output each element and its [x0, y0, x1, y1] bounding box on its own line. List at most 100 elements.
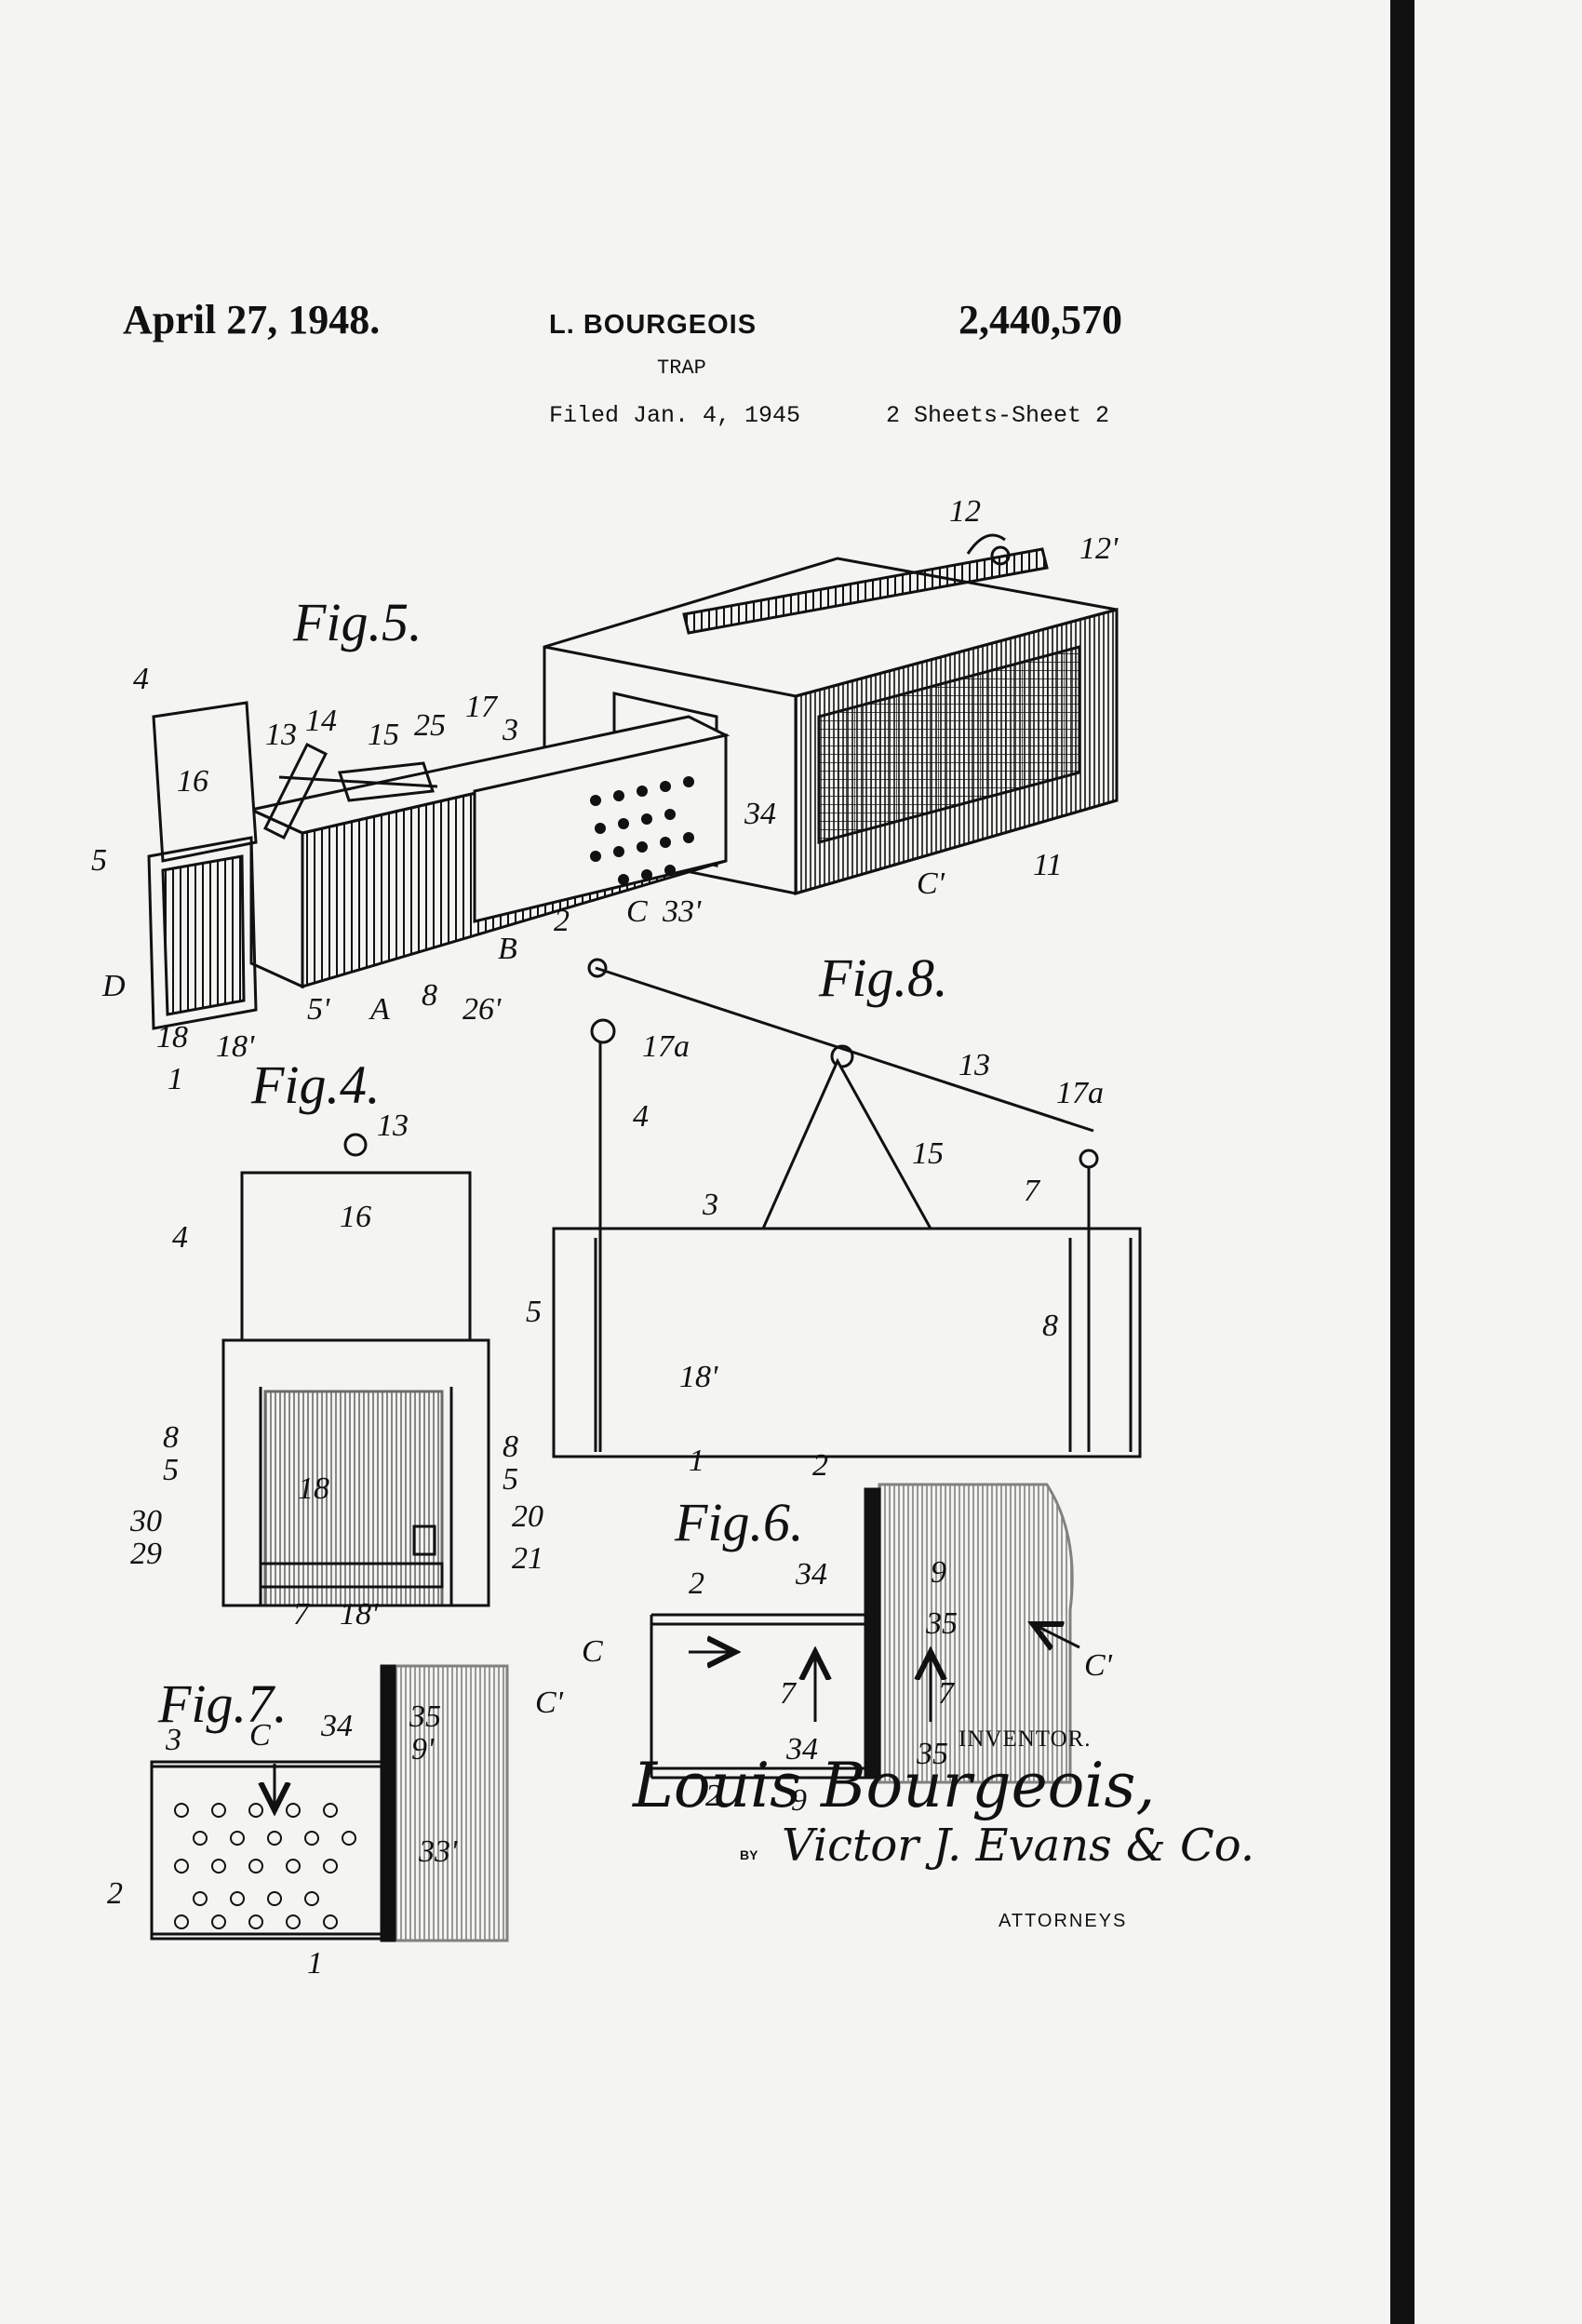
pivot-17a-left: [587, 958, 608, 978]
ref-11: 11: [1033, 848, 1062, 882]
figure-7: [150, 1664, 509, 1942]
inventor-header: L. BOURGEOIS: [549, 310, 757, 340]
lever-13-fig8: [595, 966, 1094, 1133]
lever-bracket-17: [337, 761, 436, 802]
ref-2-fig6-top: 2: [689, 1566, 704, 1601]
ref-1-fig8: 1: [689, 1444, 704, 1478]
arrow-Cprime-fig6: [1033, 1624, 1080, 1647]
eye-16: [343, 1133, 368, 1157]
by-label: BY: [740, 1847, 758, 1862]
perforations-33-prime: [590, 776, 694, 885]
ref-21: 21: [512, 1541, 543, 1576]
ref-3-fig7: 3: [165, 1723, 181, 1757]
ref-2-fig7: 2: [107, 1876, 123, 1911]
ref-34: 34: [744, 797, 776, 831]
attorneys-label: ATTORNEYS: [999, 1911, 1128, 1931]
sheet-count: 2 Sheets-Sheet 2: [886, 402, 1110, 429]
patent-date: April 27, 1948.: [123, 297, 381, 343]
fulcrum-15-fig8: [760, 1057, 933, 1230]
ref-9-prime-fig7: 9': [411, 1732, 435, 1767]
fulcrum-15: [262, 742, 328, 840]
attorney-signature: Victor J. Evans & Co.: [782, 1820, 1255, 1872]
latch-20: [412, 1525, 436, 1556]
entrance-D: [161, 854, 246, 1016]
ref-34-fig6-bottom: 34: [785, 1732, 818, 1767]
scan-edge-mark: [1406, 28, 1411, 84]
ref-17a-left: 17a: [642, 1029, 690, 1064]
fig8-label: Fig.8.: [818, 947, 948, 1008]
ref-C-fig6: C: [582, 1634, 603, 1669]
ref-5-fig4-right: 5: [503, 1462, 518, 1497]
ref-A: A: [369, 992, 390, 1027]
ref-8-fig8: 8: [1042, 1309, 1058, 1343]
ref-29: 29: [130, 1537, 162, 1571]
ref-34-fig6-top: 34: [795, 1557, 827, 1592]
tunnel-side-fig7: [150, 1760, 386, 1941]
ref-5-fig4-left: 5: [163, 1453, 179, 1487]
fig5-label: Fig.5.: [292, 592, 422, 652]
ref-13-fig4: 13: [377, 1108, 409, 1143]
ref-C-prime-fig7: C': [535, 1686, 564, 1720]
ring-17a-right: [1079, 1149, 1099, 1169]
screen-11: [817, 645, 1081, 844]
treadle-18: [259, 1562, 444, 1589]
fig6-label: Fig.6.: [674, 1492, 804, 1552]
knob-12-prime: [990, 545, 1011, 566]
ref-7-fig8: 7: [1024, 1174, 1041, 1208]
ref-7-fig4: 7: [293, 1597, 311, 1632]
ref-5-fig8: 5: [526, 1295, 542, 1329]
ref-9-fig6-bottom: 9: [791, 1783, 807, 1818]
ref-34-fig7: 34: [320, 1709, 353, 1743]
ref-35-fig6-top: 35: [925, 1606, 958, 1641]
ref-C-fig7: C: [249, 1718, 271, 1753]
ref-16: 16: [177, 764, 208, 799]
ref-18-prime-fig8: 18': [679, 1360, 718, 1394]
door-4: [152, 701, 258, 863]
catch-box-wall-Cprime: [878, 1483, 1074, 1784]
filing-date: Filed Jan. 4, 1945: [549, 402, 801, 429]
flange-34: [864, 1487, 881, 1780]
ref-C-prime-fig6: C': [1084, 1648, 1113, 1683]
ref-4: 4: [133, 662, 149, 696]
tunnel-front-post: [249, 807, 304, 989]
ref-D: D: [101, 969, 126, 1003]
ref-18: 18: [156, 1020, 188, 1055]
ref-12-prime: 12': [1079, 531, 1119, 566]
ref-17: 17: [465, 690, 499, 724]
tunnel-side-view: [552, 1227, 1142, 1458]
ref-3-fig8: 3: [702, 1188, 718, 1222]
ref-33-prime: 33': [662, 894, 702, 929]
ref-14: 14: [305, 704, 337, 738]
figure-8: [552, 958, 1142, 1458]
fig4-label: Fig.4.: [250, 1055, 381, 1115]
flange-34-fig7: [380, 1664, 396, 1942]
patent-title: TRAP: [657, 356, 706, 380]
ref-7-fig6-left: 7: [780, 1676, 798, 1711]
door-frame-5: [147, 836, 258, 1030]
ref-3: 3: [502, 713, 518, 747]
ref-12: 12: [949, 494, 981, 529]
ref-1: 1: [168, 1062, 183, 1096]
ref-C: C: [626, 894, 648, 929]
ref-7-fig6-right: 7: [938, 1676, 956, 1711]
opening-fig4: [263, 1390, 444, 1607]
ref-2-fig8: 2: [812, 1448, 828, 1483]
box-wall-fig7: [382, 1664, 509, 1942]
ref-15: 15: [368, 718, 399, 752]
ref-35-fig7: 35: [409, 1699, 441, 1734]
lever-13: [278, 775, 438, 788]
inventor-label: INVENTOR.: [959, 1726, 1092, 1752]
ref-20: 20: [512, 1499, 543, 1534]
handle-12-prime: [966, 533, 1006, 555]
ref-25: 25: [414, 708, 446, 743]
perforations-fig7: [174, 1803, 356, 1929]
ref-8: 8: [422, 978, 437, 1013]
ref-5-prime: 5': [307, 992, 330, 1027]
ref-4-fig4: 4: [172, 1220, 188, 1255]
scan-edge-bar: [1390, 0, 1414, 2324]
ref-2-fig6-bottom: 2: [705, 1779, 721, 1813]
ref-15-fig8: 15: [912, 1136, 944, 1171]
ref-13-fig8: 13: [959, 1048, 990, 1082]
ref-18-prime: 18': [216, 1029, 255, 1064]
